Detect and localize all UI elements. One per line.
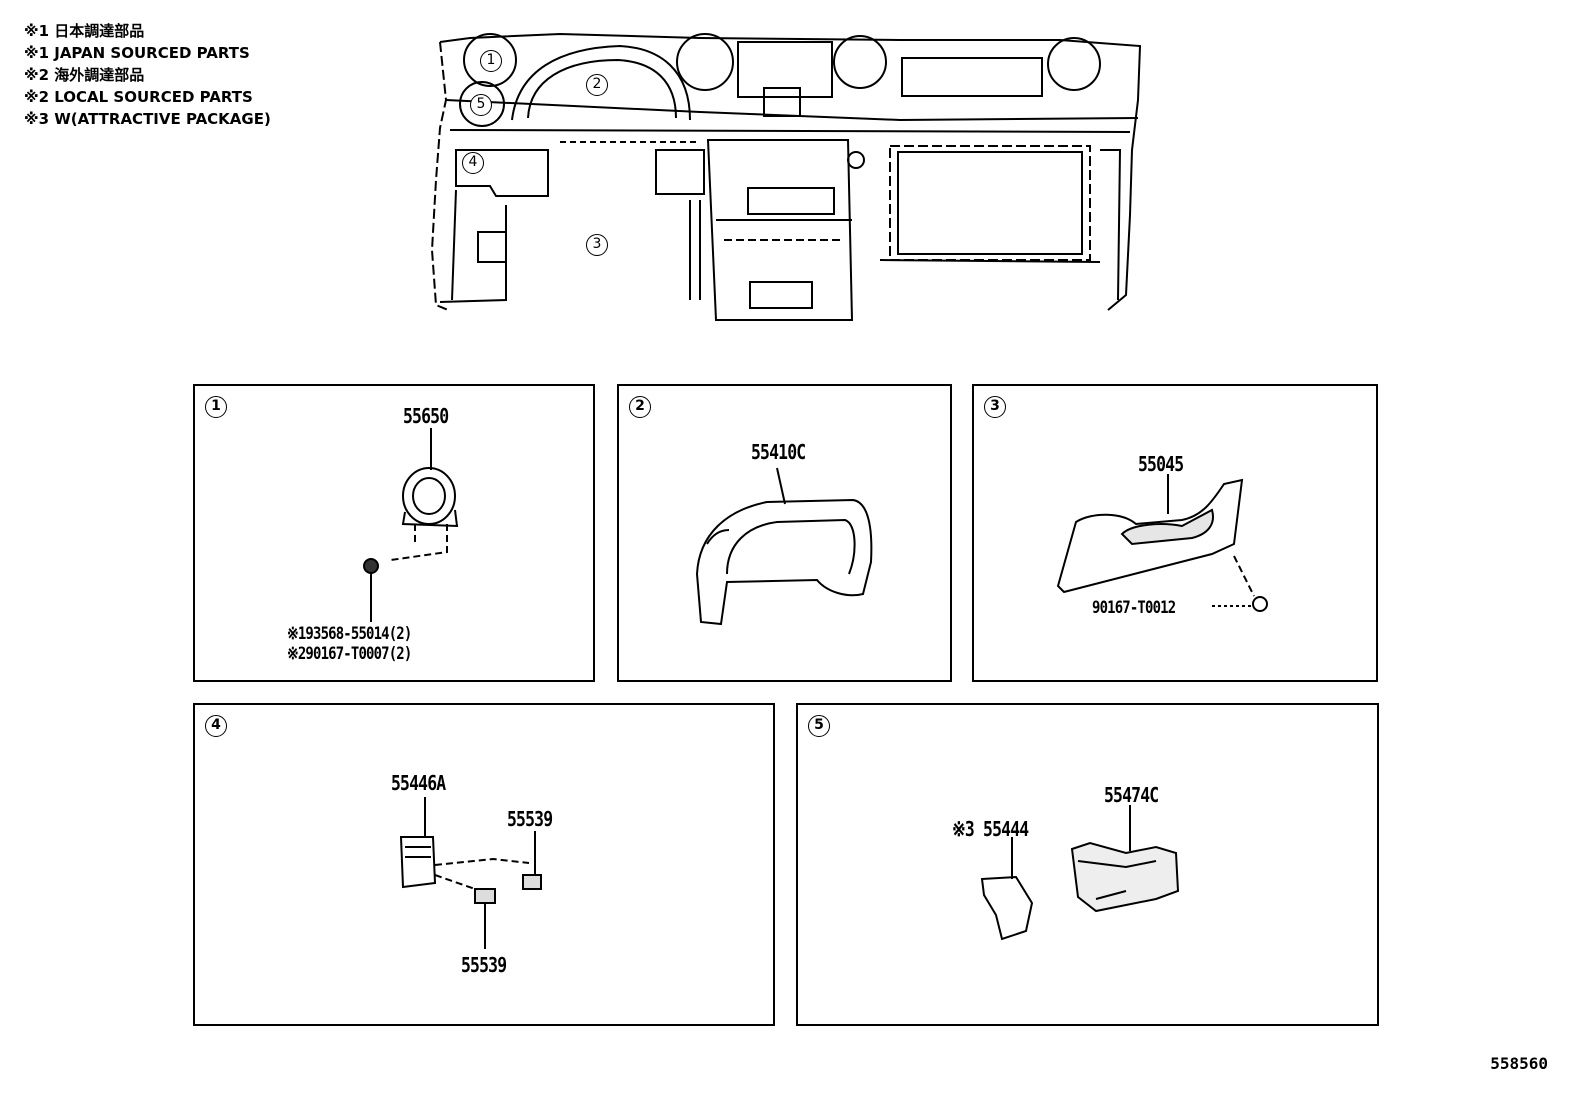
panel-2: 2 55410C [617,384,952,682]
panel-number: 5 [808,715,830,737]
legend-line-5: ※3 W(ATTRACTIVE PACKAGE) [24,110,271,128]
overview-callout-2: 2 [586,74,608,96]
panel-number: 2 [629,396,651,418]
panel-1: 1 55650 ※193568-55014(2) ※290167-T0007(2… [193,384,595,682]
part-label-55539-lower: 55539 [461,953,507,977]
panel-number: 4 [205,715,227,737]
legend-line-2: ※1 JAPAN SOURCED PARTS [24,44,250,62]
part-label-55650: 55650 [403,404,449,428]
panel-number: 3 [984,396,1006,418]
vent-assembly-drawing [363,428,459,622]
part-label-55444: ※3 55444 [952,817,1029,841]
overview-callout-4: 4 [462,152,484,174]
panel-number: 1 [205,396,227,418]
part-note-1: ※193568-55014(2) [287,624,412,644]
diagram-reference-number: 558560 [1490,1054,1548,1073]
part-label-55474C: 55474C [1104,783,1159,807]
part-label-55446A: 55446A [391,771,446,795]
overview-callout-1: 1 [480,50,502,72]
panel-3: 3 55045 90167-T0012 [972,384,1378,682]
panel-4: 4 55446A 55539 55539 [193,703,775,1026]
part-label-55539-upper: 55539 [507,807,553,831]
trim-pieces-drawing [980,805,1180,941]
part-label-55045: 55045 [1138,452,1184,476]
overview-callout-3: 3 [586,234,608,256]
panel-5: 5 ※3 55444 55474C [796,703,1379,1026]
switch-bezel-drawing [399,797,542,949]
overview-callout-5: 5 [470,94,492,116]
legend-line-1: ※1 日本調達部品 [24,22,145,40]
cluster-hood-drawing [695,467,873,626]
legend: ※1 日本調達部品 ※1 JAPAN SOURCED PARTS ※2 海外調達… [24,20,271,130]
lower-cover-drawing [1056,474,1268,612]
part-label-55410C: 55410C [751,440,806,464]
part-label-90167-T0012: 90167-T0012 [1092,598,1176,618]
part-note-2: ※290167-T0007(2) [287,644,412,664]
legend-line-4: ※2 LOCAL SOURCED PARTS [24,88,253,106]
legend-line-3: ※2 海外調達部品 [24,66,145,84]
